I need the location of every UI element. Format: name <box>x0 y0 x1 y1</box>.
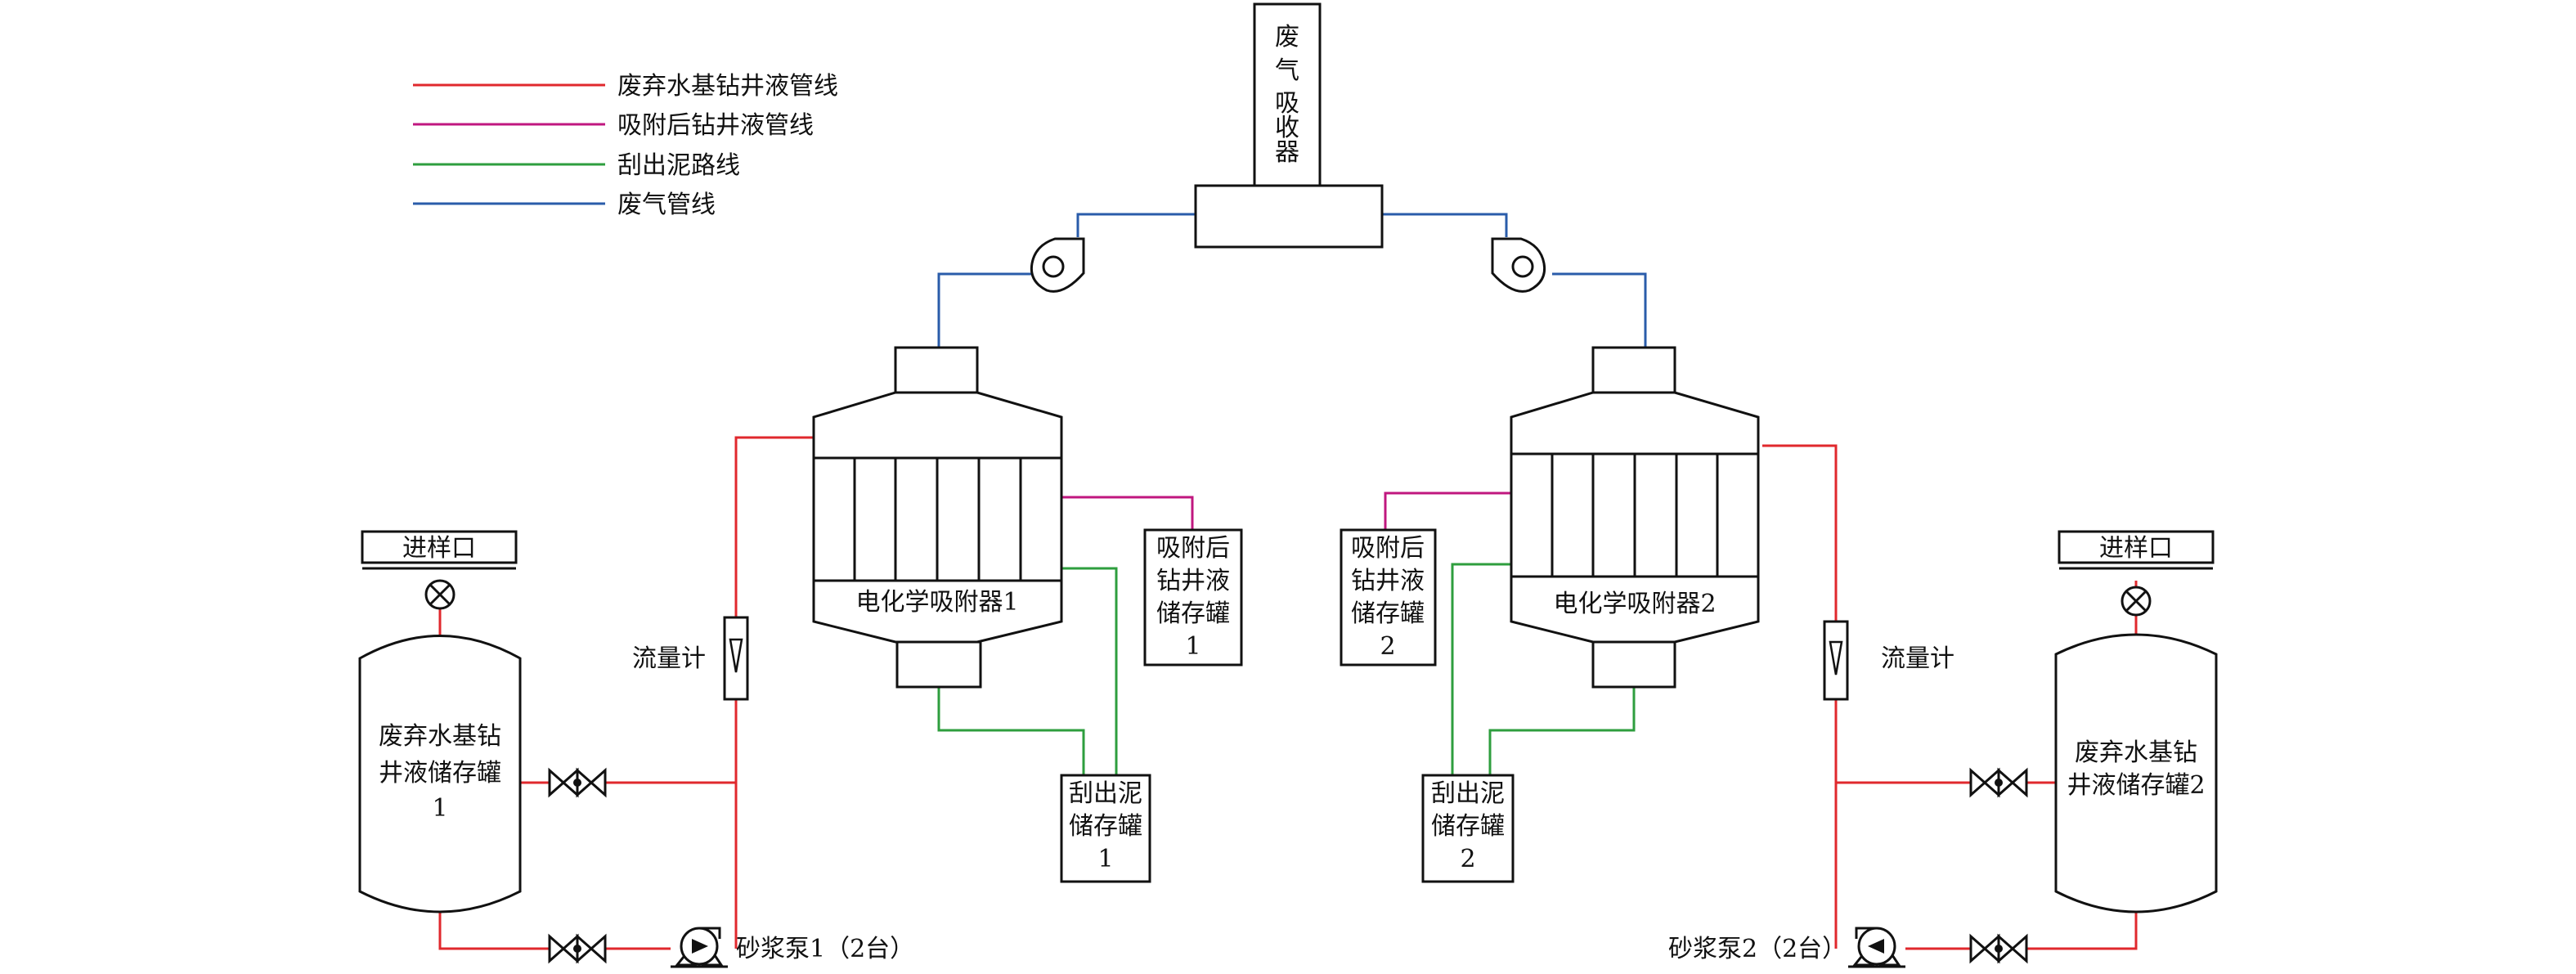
pipe-pump2-to-adsorber2 <box>1762 444 1838 949</box>
gate-valve-icon-tank1-bottom <box>548 933 607 964</box>
gate-valve-icon-tank1-side <box>548 767 607 798</box>
flowmeter-icon-2 <box>1823 620 1849 701</box>
svg-text:井液储存罐2: 井液储存罐2 <box>2067 771 2205 800</box>
fan-icon-right <box>1491 237 1546 293</box>
mud-pipes <box>937 563 1636 775</box>
pipe-pump1-to-adsorber1 <box>734 436 814 949</box>
pipe-adsorber1-to-post-tank1 <box>1061 496 1194 530</box>
electrochemical-adsorber-2: 电化学吸附器2 <box>1510 346 1760 689</box>
exhaust-absorber-text-1: 废 <box>1275 23 1299 52</box>
svg-text:储存罐: 储存罐 <box>1069 812 1142 841</box>
exhaust-absorber-text-3: 吸 <box>1275 89 1299 118</box>
post-adsorption-tank-2: 吸附后 钻井液 储存罐 2 <box>1340 528 1437 667</box>
svg-text:钻井液: 钻井液 <box>1351 567 1425 595</box>
flowmeter-1-label: 流量计 <box>632 644 706 673</box>
electrochemical-adsorber-1: 电化学吸附器1 <box>812 346 1063 689</box>
svg-text:钻井液: 钻井液 <box>1156 567 1230 595</box>
valve-icon-inlet-1 <box>424 579 456 610</box>
waste-fluid-storage-tank-2: 废弃水基钻 井液储存罐2 <box>2054 633 2218 913</box>
svg-text:1: 1 <box>432 794 447 823</box>
exhaust-absorber: 废 气 吸 收 器 <box>1194 2 1384 249</box>
svg-text:废弃水基钻: 废弃水基钻 <box>2075 738 2197 767</box>
svg-text:2: 2 <box>1460 845 1475 873</box>
post-adsorption-pipes <box>1061 491 1511 530</box>
slurry-pump-1-label: 砂浆泵1（2台） <box>736 935 914 963</box>
svg-text:刮出泥: 刮出泥 <box>1431 779 1505 808</box>
svg-text:吸附后: 吸附后 <box>1351 534 1425 563</box>
adsorber-1-label: 电化学吸附器1 <box>855 588 1018 617</box>
exhaust-pipe-left-bottom <box>937 272 1032 348</box>
exhaust-absorber-text-4: 收 <box>1275 114 1299 142</box>
gate-valve-icon-tank2-bottom <box>1969 933 2028 964</box>
svg-text:1: 1 <box>1185 632 1200 661</box>
gate-valve-icon-tank2-side <box>1969 767 2028 798</box>
exhaust-pipe-left-top <box>1076 213 1196 237</box>
pipe-adsorber1-side-to-mud1 <box>1061 567 1118 775</box>
pipe-adsorber2-to-post-tank2 <box>1384 491 1511 530</box>
post-adsorption-tank-1: 吸附后 钻井液 储存罐 1 <box>1143 528 1243 667</box>
svg-text:储存罐: 储存罐 <box>1431 812 1505 841</box>
exhaust-pipe-right-bottom <box>1552 272 1647 348</box>
sample-inlet-1: 进样口 <box>361 530 518 570</box>
svg-text:吸附后: 吸附后 <box>1156 534 1230 563</box>
svg-text:1: 1 <box>1097 845 1113 873</box>
svg-text:储存罐: 储存罐 <box>1156 599 1230 628</box>
svg-text:储存罐: 储存罐 <box>1351 599 1425 628</box>
flowmeter-2-label: 流量计 <box>1881 644 1954 673</box>
legend-label-post-adsorption: 吸附后钻井液管线 <box>617 111 814 140</box>
svg-text:进样口: 进样口 <box>402 534 476 563</box>
waste-fluid-pipes <box>438 436 2138 950</box>
pipe-adsorber2-side-to-mud2 <box>1451 563 1511 775</box>
exhaust-absorber-column <box>1253 2 1322 187</box>
valve-icon-inlet-2 <box>2120 586 2152 617</box>
slurry-pump-icon-2 <box>1848 927 1905 968</box>
exhaust-pipes <box>937 213 1647 348</box>
sample-inlet-2: 进样口 <box>2058 530 2215 570</box>
mud-storage-tank-1: 刮出泥 储存罐 1 <box>1060 774 1151 883</box>
svg-text:刮出泥: 刮出泥 <box>1069 779 1142 808</box>
legend: 废弃水基钻井液管线 吸附后钻井液管线 刮出泥路线 废气管线 <box>413 72 838 219</box>
svg-text:进样口: 进样口 <box>2099 534 2173 563</box>
pipe-adsorber2-bottom-to-mud2 <box>1488 687 1636 775</box>
legend-label-waste-fluid: 废弃水基钻井液管线 <box>617 72 838 101</box>
exhaust-pipe-right-top <box>1382 213 1508 237</box>
mud-storage-tank-2: 刮出泥 储存罐 2 <box>1421 774 1515 883</box>
slurry-pump-icon-1 <box>671 927 728 968</box>
exhaust-absorber-text-5: 器 <box>1275 138 1299 167</box>
fan-icon-left <box>1030 237 1085 293</box>
pipe-adsorber1-bottom-to-mud1 <box>937 687 1085 775</box>
exhaust-absorber-base <box>1194 184 1384 249</box>
adsorber-2-label: 电化学吸附器2 <box>1553 590 1716 618</box>
slurry-pump-2-label: 砂浆泵2（2台） <box>1668 935 1847 963</box>
waste-fluid-storage-tank-1: 废弃水基钻 井液储存罐 1 <box>358 635 522 913</box>
exhaust-absorber-text-2: 气 <box>1275 56 1299 85</box>
legend-label-exhaust: 废气管线 <box>617 191 716 219</box>
svg-text:废弃水基钻: 废弃水基钻 <box>379 722 501 751</box>
svg-text:2: 2 <box>1380 632 1395 661</box>
legend-label-mud-route: 刮出泥路线 <box>617 151 740 180</box>
flowmeter-icon-1 <box>723 616 749 701</box>
svg-text:井液储存罐: 井液储存罐 <box>379 759 501 788</box>
